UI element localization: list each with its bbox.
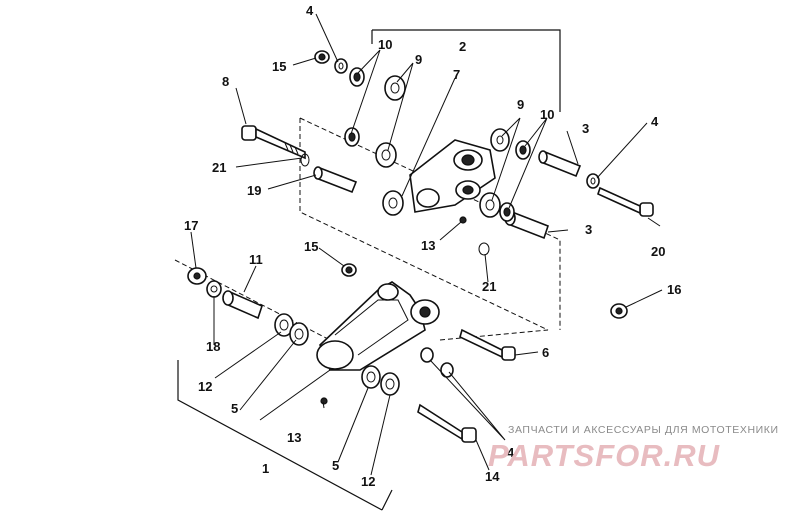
callout-4a: 4 — [306, 3, 314, 18]
assembly-dash-box — [299, 117, 561, 331]
bolt-14 — [417, 403, 477, 443]
callout-5a: 5 — [231, 401, 238, 416]
callout-4c: 4 — [507, 445, 515, 460]
callout-9b: 9 — [517, 97, 524, 112]
sleeve-19 — [313, 166, 358, 194]
bolt-6 — [459, 328, 516, 361]
bearings-9 — [375, 75, 510, 218]
callout-13a: 13 — [421, 238, 435, 253]
callout-6: 6 — [542, 345, 549, 360]
bolt-20 — [597, 186, 654, 217]
callout-15a: 15 — [272, 59, 286, 74]
callout-5b: 5 — [332, 458, 339, 473]
callout-15b: 15 — [304, 239, 318, 254]
bracket-group-1 — [177, 360, 393, 511]
spacers-12-5 — [274, 313, 400, 396]
nuts-and-washers — [187, 50, 628, 405]
washers-4 — [334, 58, 600, 378]
lower-link-arm — [316, 281, 440, 371]
bolt-8 — [241, 125, 306, 160]
callout-16: 16 — [667, 282, 681, 297]
sleeve-3-upper — [538, 150, 582, 178]
seals-10 — [344, 67, 531, 222]
callout-14: 14 — [485, 469, 500, 484]
rocker-link — [409, 139, 496, 213]
sleeve-11 — [222, 290, 263, 320]
callout-11: 11 — [249, 252, 263, 267]
callout-13b: 13 — [287, 430, 301, 445]
watermark-logo: PARTSFOR.RU — [488, 438, 721, 473]
leader-lines — [190, 13, 663, 476]
callout-21b: 21 — [482, 279, 496, 294]
callout-1: 1 — [262, 461, 269, 476]
callout-12b: 12 — [361, 474, 375, 489]
callout-3a: 3 — [582, 121, 589, 136]
callout-3b: 3 — [585, 222, 592, 237]
callout-17: 17 — [184, 218, 198, 233]
callout-4b: 4 — [651, 114, 659, 129]
watermark-tagline: ЗАПЧАСТИ И АКСЕССУАРЫ ДЛЯ МОТОТЕХНИКИ — [508, 424, 779, 436]
callout-12a: 12 — [198, 379, 212, 394]
callout-18: 18 — [206, 339, 220, 354]
callout-20: 20 — [651, 244, 665, 259]
callout-10a: 10 — [378, 37, 392, 52]
callout-7: 7 — [453, 67, 460, 82]
bracket-group-2 — [371, 29, 561, 112]
callout-9a: 9 — [415, 52, 422, 67]
callout-21a: 21 — [212, 160, 226, 175]
callout-10b: 10 — [540, 107, 554, 122]
callout-8: 8 — [222, 74, 229, 89]
callout-19: 19 — [247, 183, 261, 198]
callout-2: 2 — [459, 39, 466, 54]
